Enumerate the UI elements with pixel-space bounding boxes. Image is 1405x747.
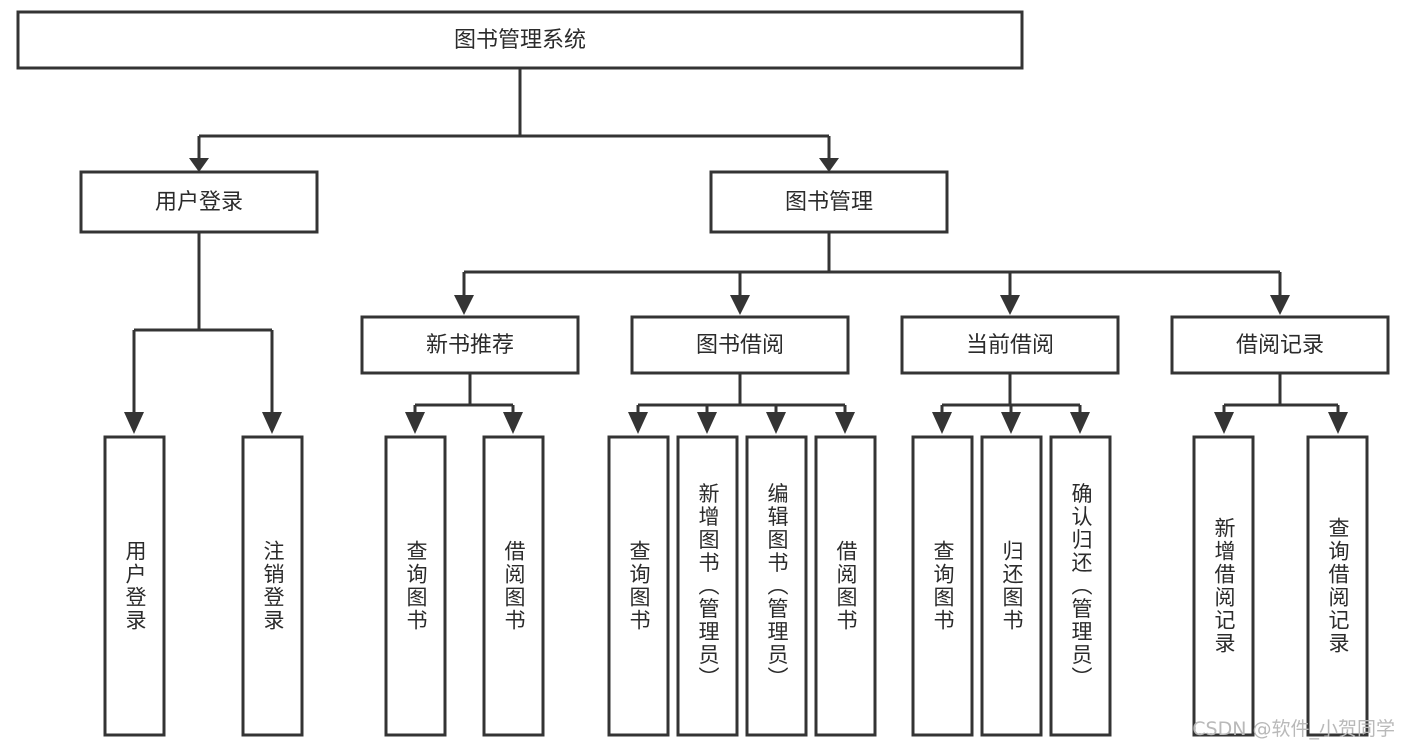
leaf-borrow-records-1-box[interactable] [1306, 435, 1369, 737]
node-user-login-box[interactable] [79, 170, 319, 234]
arrowhead-book-manage [819, 158, 839, 172]
node-current-borrow-label: 当前借阅 [966, 333, 1054, 358]
leaf-book-borrow-2[interactable]: 编辑图书（管理员） [745, 435, 808, 737]
leaf-book-borrow-1-label: 新增图书（管理员） [696, 483, 720, 690]
leaf-borrow-records-0-label: 新增借阅记录 [1212, 517, 1236, 655]
leaf-book-borrow-0-box[interactable] [607, 435, 670, 737]
leaf-book-borrow-0[interactable]: 查询图书 [607, 435, 670, 737]
leaf-borrow-records-0[interactable]: 新增借阅记录 [1192, 435, 1255, 737]
arrowhead-user-login [189, 158, 209, 172]
node-user-login-label: 用户登录 [155, 190, 243, 215]
arrowhead-currentborrow-leaf3 [1070, 412, 1090, 434]
node-book-borrow-box[interactable] [630, 315, 850, 375]
node-borrow-records-label: 借阅记录 [1236, 333, 1324, 358]
arrowhead-borrowrecords-leaf2 [1328, 412, 1348, 434]
leaf-book-borrow-3[interactable]: 借阅图书 [814, 435, 877, 737]
leaf-book-borrow-1-box[interactable] [676, 435, 739, 737]
arrowhead-bookborrow-leaf4 [835, 412, 855, 434]
node-root-box[interactable] [16, 10, 1024, 70]
node-borrow-records-box[interactable] [1170, 315, 1390, 375]
leaf-current-borrow-1-box[interactable] [980, 435, 1043, 737]
leaf-book-borrow-1[interactable]: 新增图书（管理员） [676, 435, 739, 737]
leaf-borrow-records-0-box[interactable] [1192, 435, 1255, 737]
node-new-book-recommend-label: 新书推荐 [426, 333, 514, 358]
csdn-watermark: CSDN @软件_小贺同学 [1192, 718, 1395, 740]
leaf-book-borrow-0-label: 查询图书 [627, 540, 651, 632]
arrowhead-userlogin-leaf2 [262, 412, 282, 434]
leaf-book-borrow-2-box[interactable] [745, 435, 808, 737]
leaf-current-borrow-2-box[interactable] [1049, 435, 1112, 737]
node-book-borrow[interactable]: 图书借阅 [630, 315, 850, 375]
leaf-new-book-1-label: 借阅图书 [502, 540, 526, 632]
leaf-user-login-1[interactable]: 注销登录 [241, 435, 304, 737]
leaf-user-login-0-box[interactable] [103, 435, 166, 737]
arrowhead-newbook-leaf1 [405, 412, 425, 434]
leaf-current-borrow-2-label: 确认归还（管理员） [1069, 483, 1093, 690]
leaf-user-login-1-label: 注销登录 [261, 540, 285, 632]
arrowhead-newbook-leaf2 [503, 412, 523, 434]
leaf-borrow-records-1-label: 查询借阅记录 [1326, 517, 1350, 655]
node-user-login[interactable]: 用户登录 [79, 170, 319, 234]
leaf-borrow-records-1[interactable]: 查询借阅记录 [1306, 435, 1369, 737]
node-new-book-recommend-box[interactable] [360, 315, 580, 375]
node-root[interactable]: 图书管理系统 [16, 10, 1024, 70]
node-root-label: 图书管理系统 [454, 28, 586, 53]
node-book-manage[interactable]: 图书管理 [709, 170, 949, 234]
arrowhead-book-borrow [730, 295, 750, 315]
leaf-book-borrow-3-label: 借阅图书 [834, 540, 858, 632]
leaf-book-borrow-2-label: 编辑图书（管理员） [765, 483, 789, 690]
node-book-borrow-label: 图书借阅 [696, 333, 784, 358]
node-new-book-recommend[interactable]: 新书推荐 [360, 315, 580, 375]
leaf-new-book-0-label: 查询图书 [404, 540, 428, 632]
arrowhead-userlogin-leaf1 [124, 412, 144, 434]
arrowhead-borrow-records [1270, 295, 1290, 315]
node-borrow-records[interactable]: 借阅记录 [1170, 315, 1390, 375]
leaf-current-borrow-1-label: 归还图书 [1000, 540, 1024, 632]
leaf-current-borrow-0[interactable]: 查询图书 [911, 435, 974, 737]
leaf-user-login-0-label: 用户登录 [123, 540, 147, 632]
arrowhead-currentborrow-leaf2 [1001, 412, 1021, 434]
leaf-current-borrow-2[interactable]: 确认归还（管理员） [1049, 435, 1112, 737]
node-book-manage-label: 图书管理 [785, 190, 873, 215]
arrowhead-new-book [454, 295, 474, 315]
arrowhead-current-borrow [1000, 295, 1020, 315]
leaf-current-borrow-1[interactable]: 归还图书 [980, 435, 1043, 737]
leaf-user-login-0[interactable]: 用户登录 [103, 435, 166, 737]
arrowhead-bookborrow-leaf2 [697, 412, 717, 434]
leaf-current-borrow-0-label: 查询图书 [931, 540, 955, 632]
node-book-manage-box[interactable] [709, 170, 949, 234]
arrowhead-bookborrow-leaf1 [628, 412, 648, 434]
leaf-new-book-0[interactable]: 查询图书 [384, 435, 447, 737]
leaf-new-book-1-box[interactable] [482, 435, 545, 737]
node-current-borrow-box[interactable] [900, 315, 1120, 375]
leaf-new-book-1[interactable]: 借阅图书 [482, 435, 545, 737]
leaf-book-borrow-3-box[interactable] [814, 435, 877, 737]
node-current-borrow[interactable]: 当前借阅 [900, 315, 1120, 375]
arrowhead-currentborrow-leaf1 [932, 412, 952, 434]
leaf-current-borrow-0-box[interactable] [911, 435, 974, 737]
arrowhead-borrowrecords-leaf1 [1214, 412, 1234, 434]
connector-layer [124, 68, 1348, 434]
leaf-user-login-1-box[interactable] [241, 435, 304, 737]
arrowhead-bookborrow-leaf3 [766, 412, 786, 434]
leaf-new-book-0-box[interactable] [384, 435, 447, 737]
